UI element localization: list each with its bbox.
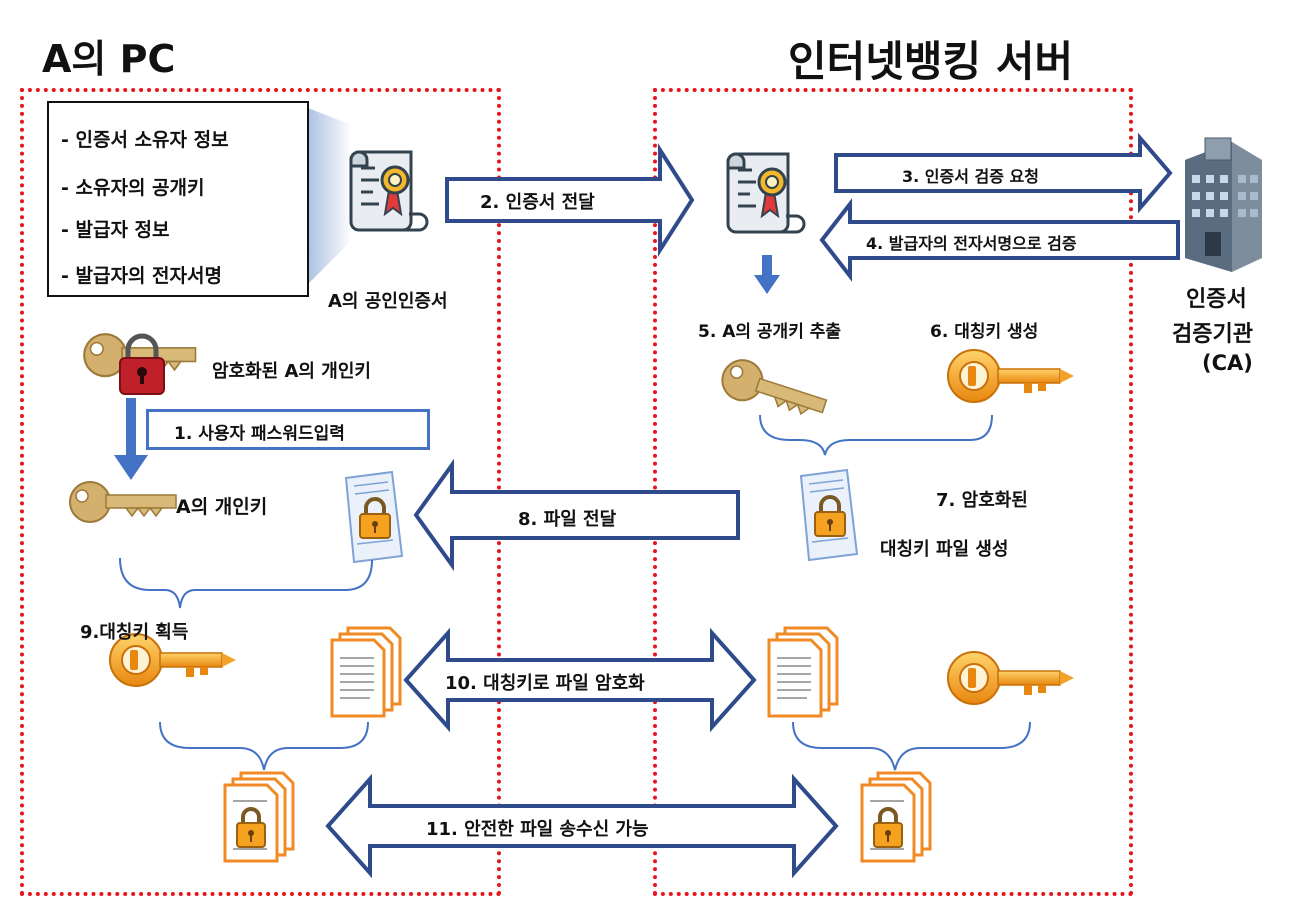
ca-label-3: (CA) — [1202, 351, 1253, 375]
right-bottom-brace — [792, 721, 1031, 771]
info-item-issuer: - 발급자 정보 — [61, 219, 170, 241]
private-key-label: A의 개인키 — [176, 496, 268, 518]
certificate-info-box: - 인증서 소유자 정보 - 소유자의 공개키 - 발급자 정보 - 발급자의 … — [47, 101, 309, 297]
right-title: 인터넷뱅킹 서버 — [788, 37, 1074, 86]
right-symmetric-key-icon — [947, 651, 1075, 705]
public-key-icon — [716, 354, 832, 427]
step-10-label: 10. 대칭키로 파일 암호화 — [445, 673, 645, 694]
step-7b-label: 대칭키 파일 생성 — [880, 539, 1009, 560]
step-2-label: 2. 인증서 전달 — [480, 192, 595, 213]
encrypted-private-key-icon — [83, 333, 197, 395]
arrow-cert-transfer — [445, 143, 695, 257]
ca-label-1: 인증서 — [1186, 287, 1247, 312]
ca-building-icon — [1185, 137, 1262, 272]
left-bottom-brace — [159, 721, 369, 771]
step-5-label: 5. A의 공개키 추출 — [698, 322, 842, 342]
extract-down-arrow — [754, 255, 780, 294]
password-down-arrow — [114, 398, 148, 480]
arrow-secure-transfer — [325, 773, 839, 879]
step-4-label: 4. 발급자의 전자서명으로 검증 — [866, 234, 1077, 253]
ca-label-2: 검증기관 — [1172, 322, 1253, 347]
symmetric-key-icon — [947, 349, 1075, 403]
password-step-box — [146, 409, 430, 450]
server-key-brace — [759, 414, 993, 456]
info-item-public-key: - 소유자의 공개키 — [61, 177, 205, 199]
left-key-brace — [119, 557, 373, 609]
info-fade-panel — [300, 105, 352, 292]
right-locked-documents-icon — [860, 771, 932, 863]
right-documents-icon — [767, 626, 839, 718]
step-9-label: 9.대칭키 획득 — [80, 622, 189, 643]
cert-a-label: A의 공인인증서 — [328, 291, 448, 312]
encrypted-private-key-label: 암호화된 A의 개인키 — [212, 361, 371, 382]
step-6-label: 6. 대칭키 생성 — [930, 322, 1039, 342]
left-lock-document-icon — [344, 470, 404, 564]
info-item-signature: - 발급자의 전자서명 — [61, 265, 222, 287]
step-3-label: 3. 인증서 검증 요청 — [902, 167, 1039, 186]
server-lock-document-icon — [799, 468, 859, 562]
arrow-file-encrypt — [403, 627, 757, 733]
arrow-verify-request — [834, 132, 1173, 214]
step-1-label: 1. 사용자 패스워드입력 — [174, 424, 345, 444]
certificate-icon — [349, 150, 429, 232]
left-title: A의 PC — [42, 37, 176, 81]
arrow-file-transfer — [413, 458, 740, 572]
step-8-label: 8. 파일 전달 — [518, 509, 617, 530]
step-11-label: 11. 안전한 파일 송수신 가능 — [426, 819, 649, 840]
arrow-signature-verify — [819, 198, 1180, 282]
server-certificate-icon — [726, 152, 806, 234]
info-item-owner: - 인증서 소유자 정보 — [61, 129, 229, 151]
step-7a-label: 7. 암호화된 — [936, 490, 1028, 511]
left-documents-icon — [330, 626, 402, 718]
left-locked-documents-icon — [223, 771, 295, 863]
private-key-icon — [69, 481, 177, 523]
